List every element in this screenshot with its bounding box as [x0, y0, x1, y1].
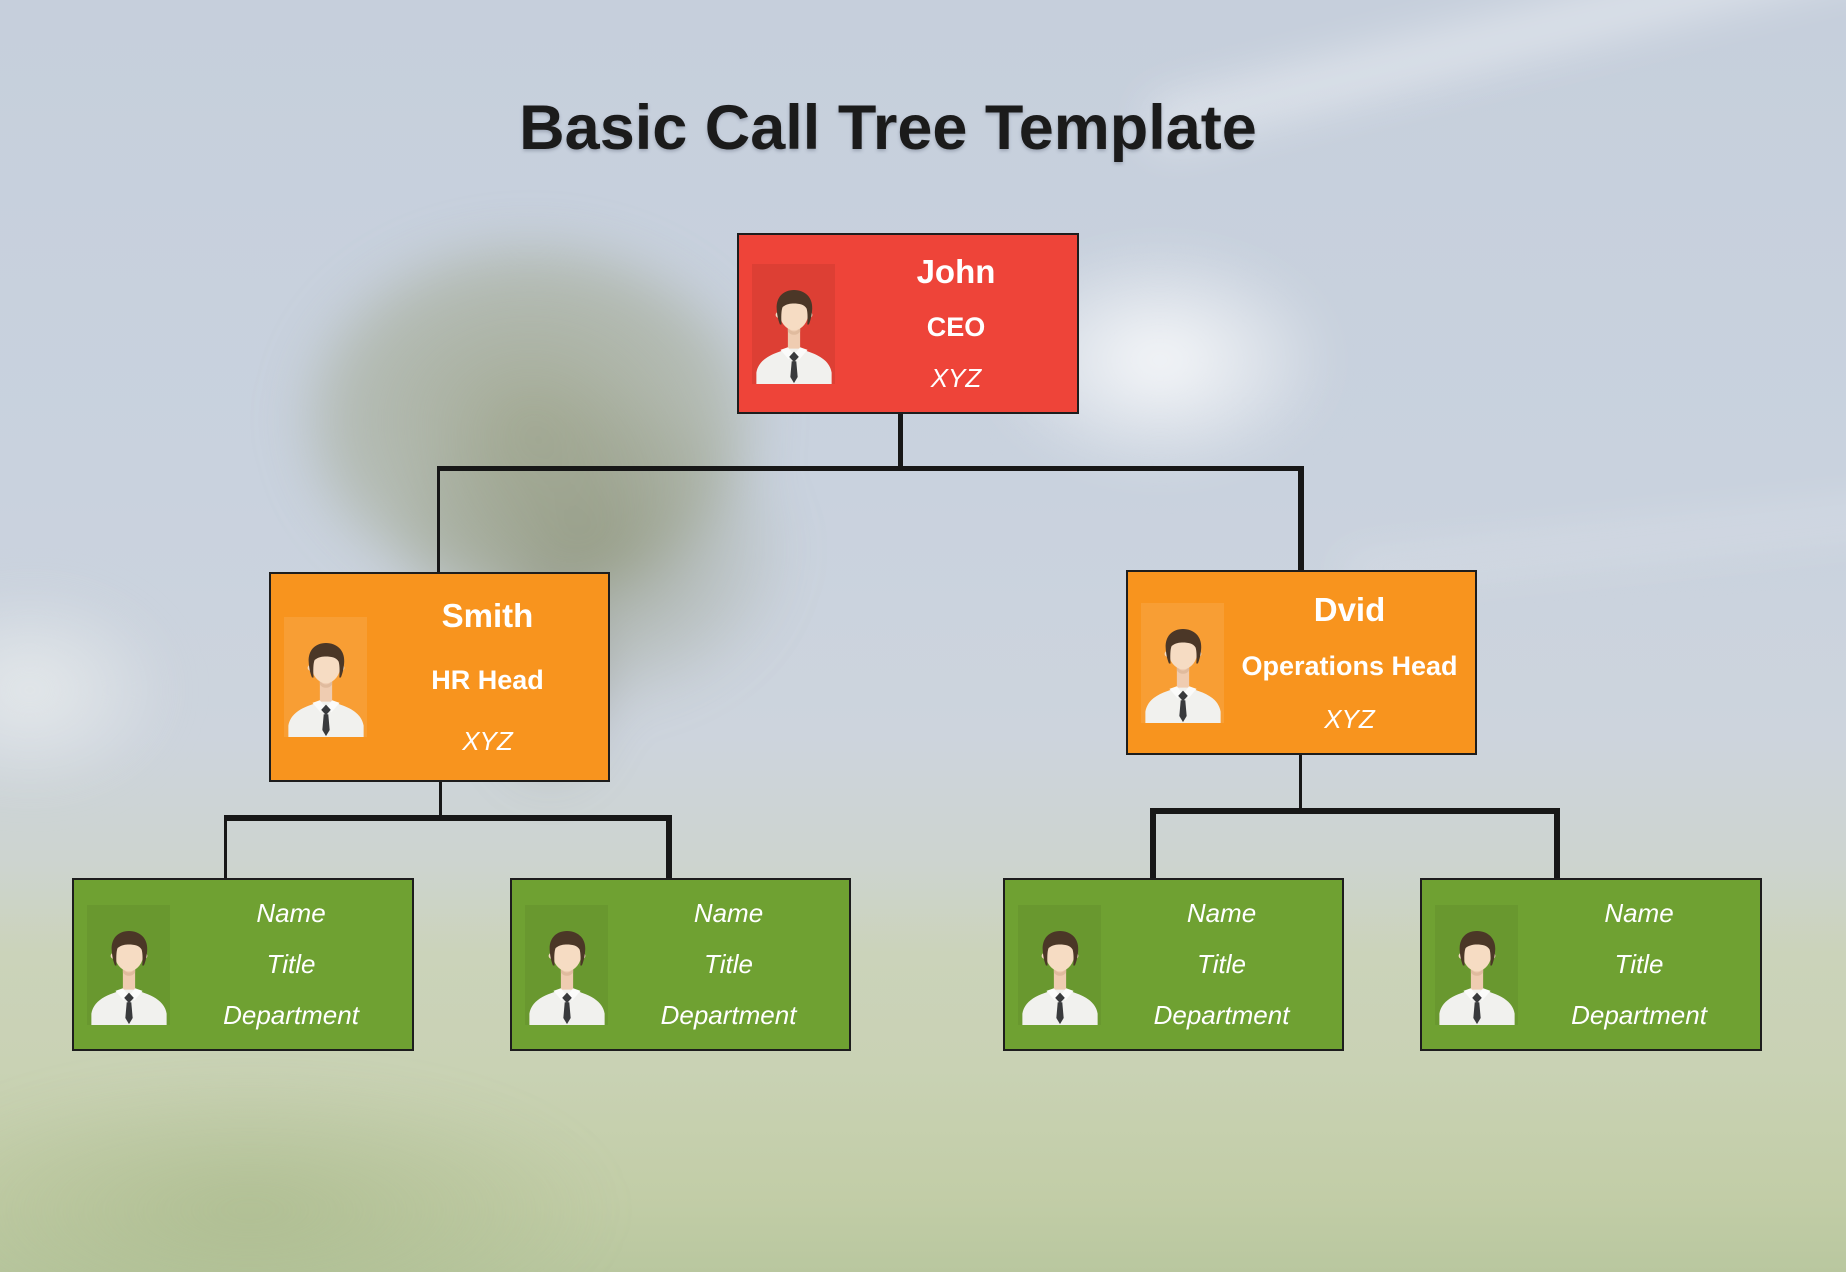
node-title: HR Head [431, 664, 544, 695]
org-node-dvid[interactable]: Dvid Operations Head XYZ [1126, 570, 1477, 755]
diagram-title: Basic Call Tree Template [519, 93, 1257, 163]
org-node-smith[interactable]: Smith HR Head XYZ [269, 572, 610, 782]
connector-smith-drop [439, 780, 442, 820]
node-text: Smith HR Head XYZ [375, 582, 600, 772]
node-title: Title [704, 949, 753, 980]
avatar-panel [525, 904, 608, 1025]
connector-rail-to-staff-2 [666, 815, 672, 880]
node-name: Name [693, 898, 764, 929]
avatar-panel [752, 263, 835, 384]
avatar-panel [1435, 904, 1518, 1025]
node-department: XYZ [930, 363, 982, 394]
node-department: XYZ [1324, 703, 1375, 734]
node-text: Name Title Department [1109, 888, 1334, 1041]
avatar-panel [284, 617, 367, 737]
node-title: Title [1197, 949, 1246, 980]
grass-shadow [0, 1080, 600, 1272]
node-title: Title [266, 949, 316, 980]
node-department: Department [223, 1000, 359, 1031]
node-text: Name Title Department [178, 888, 404, 1041]
connector-rail-to-staff-3 [1150, 808, 1156, 880]
org-node-staff-1[interactable]: Name Title Department [72, 878, 414, 1051]
person-avatar-icon [527, 927, 607, 1025]
org-node-staff-2[interactable]: Name Title Department [510, 878, 851, 1051]
org-node-staff-4[interactable]: Name Title Department [1420, 878, 1762, 1051]
cloud [0, 580, 180, 800]
node-title: Operations Head [1241, 650, 1458, 681]
org-node-john[interactable]: John CEO XYZ [737, 233, 1079, 414]
node-department: Department [1153, 1000, 1290, 1031]
avatar-panel [1141, 602, 1224, 723]
person-avatar-icon [89, 927, 169, 1025]
person-avatar-icon [1437, 927, 1517, 1025]
connector-dvid-rail [1150, 808, 1560, 814]
node-text: Name Title Department [616, 888, 841, 1041]
node-name: Dvid [1313, 590, 1386, 628]
node-text: Name Title Department [1526, 888, 1752, 1041]
avatar-panel [87, 904, 170, 1025]
connector-smith-rail [224, 815, 672, 821]
connector-dvid-drop [1299, 753, 1302, 811]
person-avatar-icon [754, 286, 834, 384]
connector-rail-to-dvid [1298, 466, 1304, 572]
avatar-panel [1018, 904, 1101, 1025]
node-text: John CEO XYZ [843, 243, 1069, 404]
org-node-staff-3[interactable]: Name Title Department [1003, 878, 1344, 1051]
node-title: Title [1614, 949, 1664, 980]
connector-root-drop [898, 412, 903, 470]
node-name: Name [256, 898, 326, 929]
node-name: John [916, 253, 996, 291]
person-avatar-icon [286, 639, 366, 737]
node-name: Name [1604, 898, 1674, 929]
connector-level1-rail [437, 466, 1304, 471]
person-avatar-icon [1020, 927, 1100, 1025]
node-department: Department [660, 1000, 797, 1031]
node-text: Dvid Operations Head XYZ [1232, 580, 1467, 745]
connector-rail-to-smith [437, 466, 440, 574]
node-name: Name [1186, 898, 1257, 929]
connector-rail-to-staff-4 [1554, 808, 1560, 880]
person-avatar-icon [1143, 625, 1223, 723]
connector-rail-to-staff-1 [224, 815, 227, 880]
node-department: XYZ [462, 726, 513, 757]
node-title: CEO [926, 311, 986, 342]
node-department: Department [1571, 1000, 1707, 1031]
node-name: Smith [441, 596, 534, 634]
